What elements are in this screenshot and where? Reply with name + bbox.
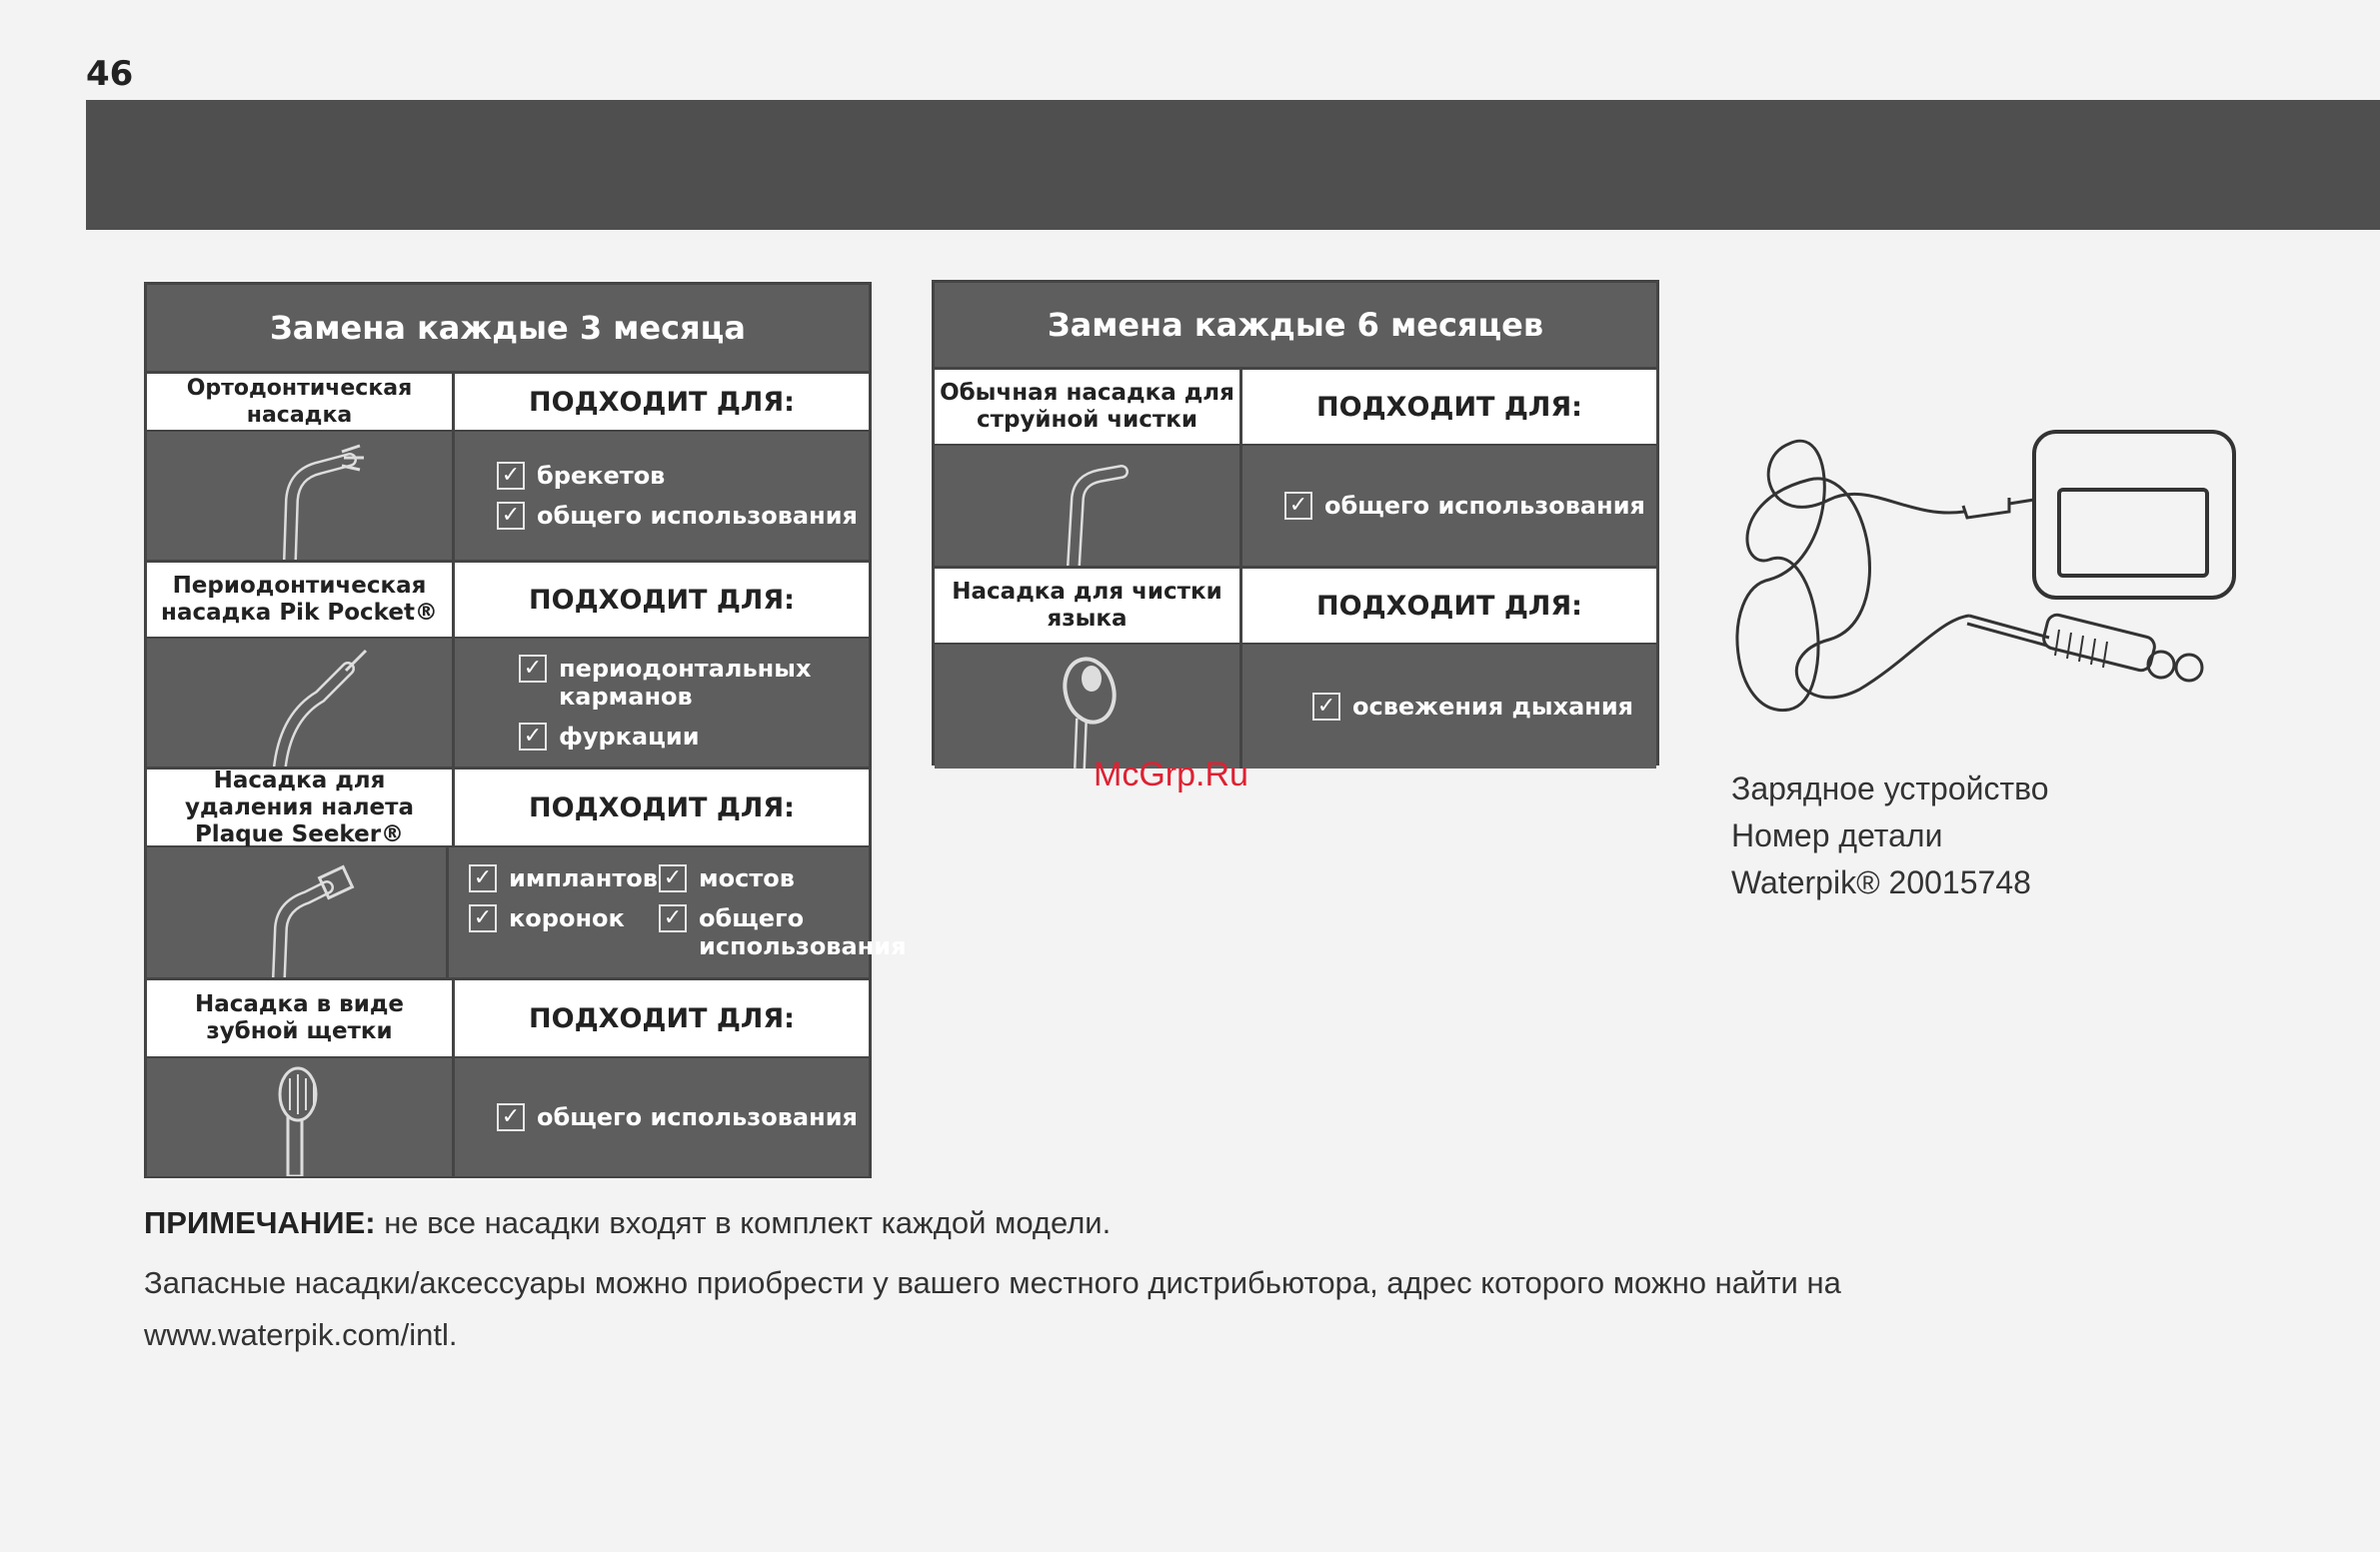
checkbox-icon: ✓ [1284,492,1312,520]
note-label: ПРИМЕЧАНИЕ: [144,1205,376,1240]
tip-name: Обычная насадка для струйной чистки [935,370,1242,444]
checkbox-icon: ✓ [469,864,497,892]
option-item: ✓общего использования [659,904,907,960]
options-cell: ✓периодонтальных карманов ✓фуркации [455,639,869,767]
replace-6-months-table: Замена каждые 6 месяцев Обычная насадка … [932,280,1659,769]
checkbox-icon: ✓ [497,462,525,490]
options-grid: ✓имплантов ✓мостов ✓коронок ✓общего испо… [459,858,907,966]
table-header-row: Насадка для удаления налета Plaque Seeke… [147,768,869,847]
tip-name: Насадка для удаления налета Plaque Seeke… [147,768,455,847]
footer-text: Запасные насадки/аксессуары можно приобр… [144,1257,2123,1361]
option-item: ✓общего использования [497,1103,869,1131]
checkbox-icon: ✓ [659,864,687,892]
options-cell: ✓освежения дыхания [1242,645,1656,769]
option-item: ✓периодонтальных карманов [519,655,869,711]
table-header-row: Ортодонтическая насадка ПОДХОДИТ ДЛЯ: [147,374,869,432]
charger-icon [1709,420,2239,744]
footer-url: www.waterpik.com/intl. [144,1317,458,1352]
checkbox-icon: ✓ [469,904,497,932]
option-item: ✓освежения дыхания [1312,693,1656,721]
tongue-cleaner-tip-icon [935,645,1242,769]
checkbox-icon: ✓ [497,1103,525,1131]
fit-label: ПОДХОДИТ ДЛЯ: [1316,391,1582,423]
table-header-row: Периодонтическая насадка Pik Pocket® ПОД… [147,563,869,639]
options-cell: ✓имплантов ✓мостов ✓коронок ✓общего испо… [449,847,907,977]
table-row: ✓периодонтальных карманов ✓фуркации [147,639,869,770]
table-header-row: Насадка в виде зубной щетки ПОДХОДИТ ДЛЯ… [147,980,869,1058]
checkbox-icon: ✓ [659,904,687,932]
table-row: ✓общего использования [147,1058,869,1176]
footer-line: Запасные насадки/аксессуары можно приобр… [144,1265,1841,1300]
watermark: McGrp.Ru [1094,756,1248,793]
charger-title: Зарядное устройство [1731,771,2049,806]
tip-name: Насадка в виде зубной щетки [147,980,455,1056]
checkbox-icon: ✓ [519,655,547,683]
table-row: ✓освежения дыхания [935,645,1656,769]
checkbox-icon: ✓ [497,502,525,530]
header-bar [86,100,2380,230]
option-item: ✓общего использования [497,502,869,530]
pik-pocket-tip-icon [147,639,455,767]
tip-name: Периодонтическая насадка Pik Pocket® [147,563,455,637]
options-cell: ✓общего использования [1242,446,1656,566]
plaque-seeker-tip-icon [147,847,449,977]
table-row: ✓имплантов ✓мостов ✓коронок ✓общего испо… [147,847,907,980]
table-row: ✓брекетов ✓общего использования [147,432,869,563]
option-item: ✓мостов [659,864,869,892]
fit-label: ПОДХОДИТ ДЛЯ: [1316,590,1582,622]
charger-part-number: Waterpik® 20015748 [1731,864,2031,900]
table-header-row: Обычная насадка для струйной чистки ПОДХ… [935,370,1656,446]
tip-name: Насадка для чистки языка [935,569,1242,643]
fit-label: ПОДХОДИТ ДЛЯ: [529,386,795,418]
charger-caption: Зарядное устройство Номер детали Waterpi… [1731,766,2049,906]
note-text: не все насадки входят в комплект каждой … [375,1205,1112,1240]
fit-label: ПОДХОДИТ ДЛЯ: [529,791,795,823]
table-title: Замена каждые 3 месяца [147,285,869,374]
option-item: ✓коронок [469,904,649,960]
toothbrush-tip-icon [147,1058,455,1176]
orthodontic-tip-icon [147,432,455,560]
fit-label: ПОДХОДИТ ДЛЯ: [529,584,795,616]
option-item: ✓брекетов [497,462,869,490]
fit-label: ПОДХОДИТ ДЛЯ: [529,1002,795,1034]
options-cell: ✓брекетов ✓общего использования [455,432,869,560]
table-header-row: Насадка для чистки языка ПОДХОДИТ ДЛЯ: [935,569,1656,645]
option-item: ✓общего использования [1284,492,1656,520]
option-item: ✓имплантов [469,864,658,892]
options-cell: ✓общего использования [455,1058,869,1176]
charger-part-label: Номер детали [1731,817,1943,853]
page-number: 46 [86,54,134,94]
tip-name: Ортодонтическая насадка [147,374,455,430]
checkbox-icon: ✓ [1312,693,1340,721]
replace-3-months-table: Замена каждые 3 месяца Ортодонтическая н… [144,282,907,1178]
option-item: ✓фуркации [519,723,869,751]
table-title: Замена каждые 6 месяцев [935,283,1656,370]
checkbox-icon: ✓ [519,723,547,751]
classic-jet-tip-icon [935,446,1242,566]
note: ПРИМЕЧАНИЕ: не все насадки входят в комп… [144,1205,1111,1241]
table-row: ✓общего использования [935,446,1656,569]
